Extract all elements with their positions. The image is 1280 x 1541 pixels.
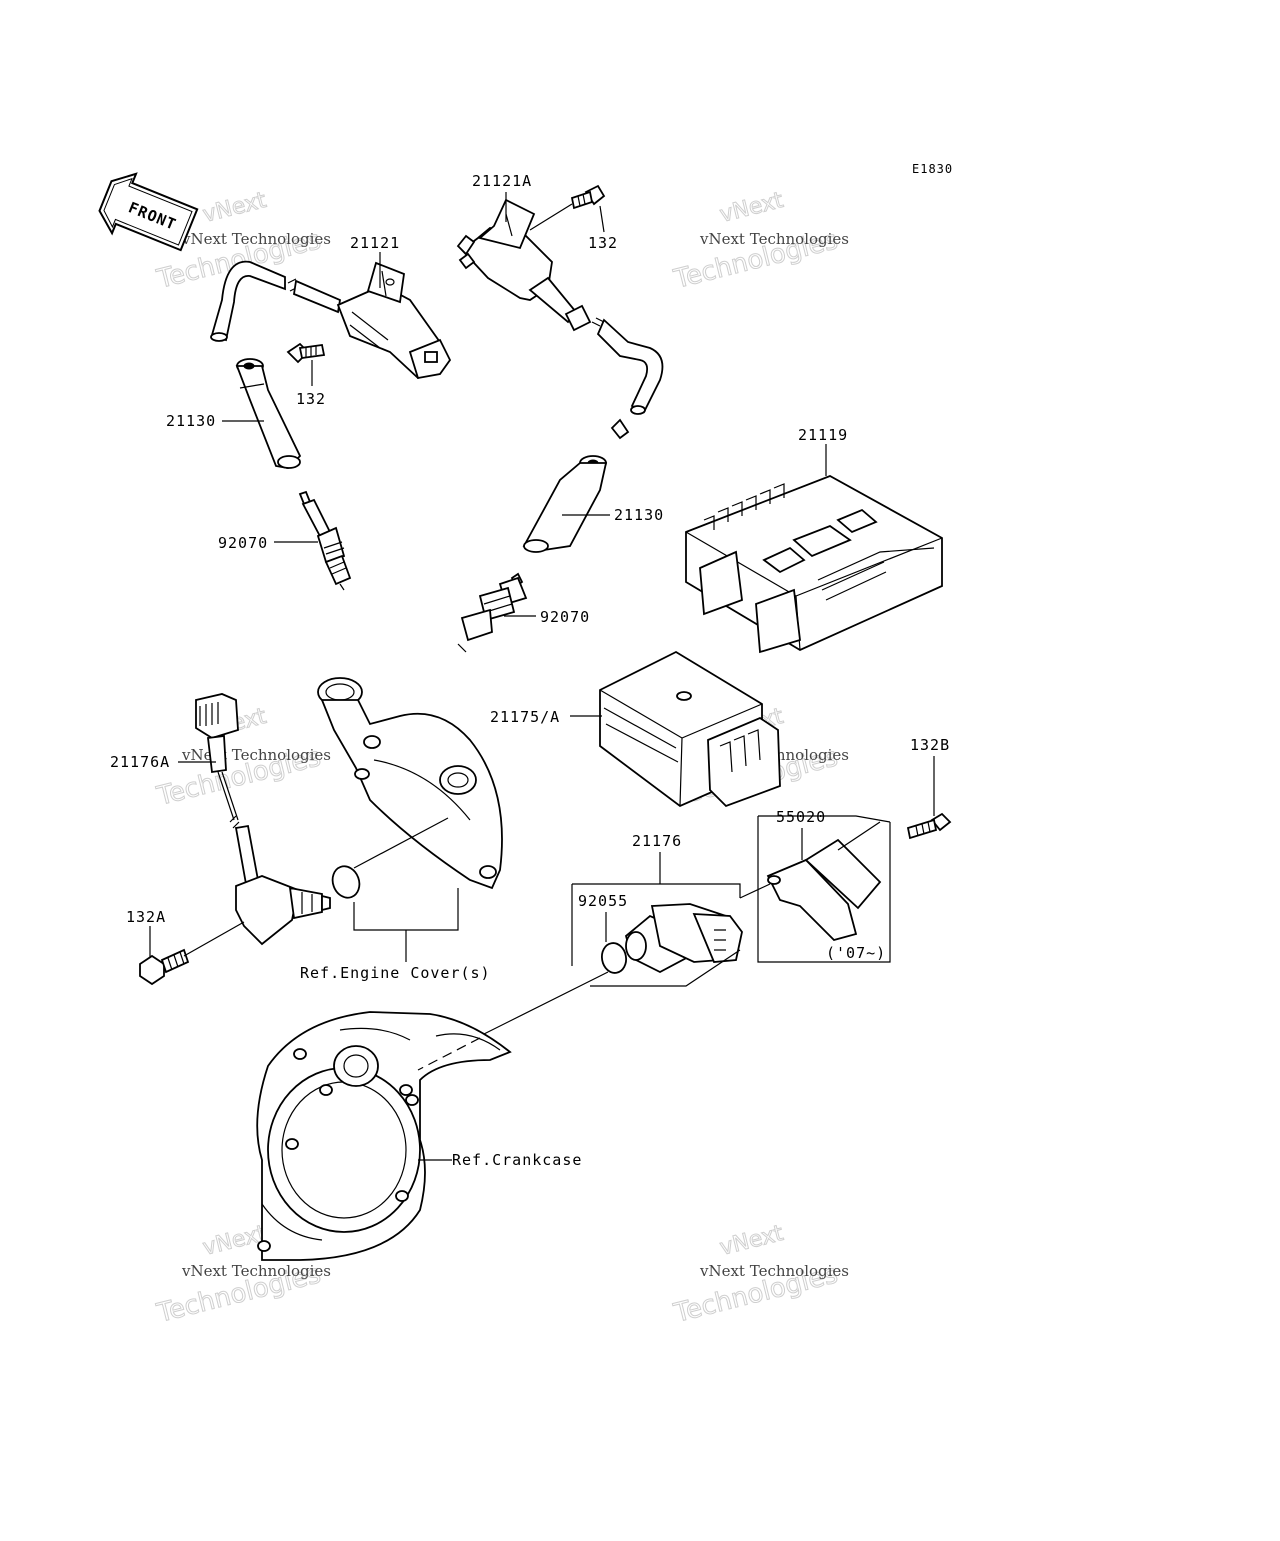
watermark-vnext: vNext	[200, 188, 269, 228]
spark-plug-left	[298, 490, 352, 591]
watermark-top-right: vNext Technologies vNext Technologies	[670, 187, 849, 295]
bolt-132a	[139, 948, 190, 986]
crankcase	[256, 1011, 512, 1261]
bolt-132-left	[286, 342, 326, 364]
callout-132a: 132A	[126, 908, 166, 926]
sensor-21176a	[195, 693, 331, 946]
callout-55020: 55020	[776, 808, 826, 826]
callout-21121: 21121	[350, 234, 400, 252]
front-arrow-icon: FRONT	[98, 172, 199, 252]
callout-92070-left: 92070	[218, 534, 268, 552]
watermark-vnext: vNext	[717, 188, 786, 228]
watermark-mid-left: vNext Technologies vNext Technologies	[153, 703, 331, 812]
ref-crankcase: Ref.Crankcase	[452, 1151, 582, 1169]
sensor-21176	[624, 903, 743, 974]
callout-21119: 21119	[798, 426, 848, 444]
callout-21175a: 21175/A	[490, 708, 560, 726]
igniter-unit	[599, 650, 781, 808]
bolt-132-upper	[570, 184, 606, 210]
oring-92055	[600, 942, 628, 974]
ignition-coil-left	[210, 260, 452, 380]
diagram-code: E1830	[912, 162, 953, 176]
ecu-unit	[685, 475, 943, 654]
bolt-132b	[906, 812, 952, 840]
callout-132b: 132B	[910, 736, 950, 754]
watermark-text: vNext Technologies	[181, 230, 331, 248]
watermark-text: vNext Technologies	[181, 1262, 331, 1280]
plug-cap-right	[522, 455, 608, 553]
engine-cover-piece	[317, 677, 503, 890]
watermark-text: vNext Technologies	[181, 746, 331, 764]
callout-21176a: 21176A	[110, 753, 170, 771]
callout-21130-right: 21130	[614, 506, 664, 524]
callout-132-left: 132	[296, 390, 326, 408]
oring-engine-cover	[331, 865, 361, 899]
callout-21130-left: 21130	[166, 412, 216, 430]
watermark-vnext: vNext	[717, 1221, 786, 1261]
callout-132-upper: 132	[588, 234, 618, 252]
callout-model-note: ('07~)	[826, 944, 886, 962]
watermark-vnext: vNext	[200, 1221, 269, 1261]
callout-21121a: 21121A	[472, 172, 532, 190]
callout-21176: 21176	[632, 832, 682, 850]
watermark-text: vNext Technologies	[699, 1262, 849, 1280]
ref-engine-cover: Ref.Engine Cover(s)	[300, 964, 491, 982]
callout-92055: 92055	[578, 892, 628, 910]
watermark-text: vNext Technologies	[699, 230, 849, 248]
watermark-bottom-right: vNext Technologies vNext Technologies	[670, 1220, 849, 1329]
plate-55020	[766, 838, 882, 942]
leader-lines	[149, 192, 935, 1161]
ignition-coil-right	[456, 198, 664, 440]
plug-cap-left	[235, 358, 302, 469]
callout-92070-right: 92070	[540, 608, 590, 626]
spark-plug-right	[457, 572, 528, 653]
